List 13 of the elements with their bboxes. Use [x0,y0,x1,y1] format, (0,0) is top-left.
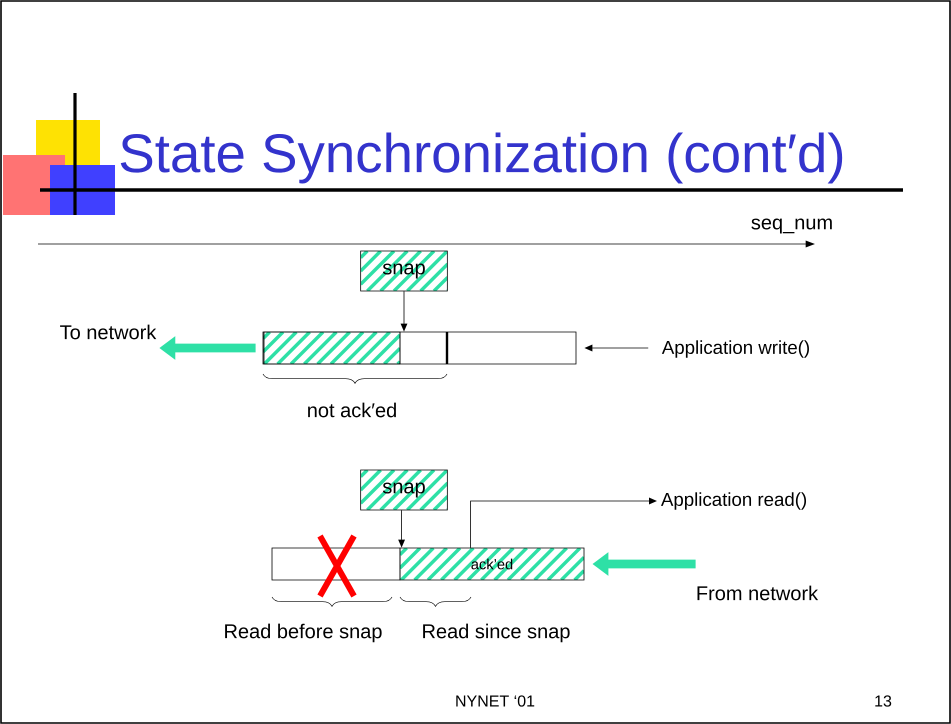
brace-label: Read since snap [423,624,570,642]
axis-label: seq_num [751,218,832,234]
node-text: Application read() [660,492,806,510]
node-text: To network [60,324,156,340]
page-number: 13 [875,695,892,707]
buffer-bar [272,548,400,580]
brace-label: Read before snap [225,624,382,642]
brace-label: not ack′ed [308,402,396,418]
footer-text: NYNET ‘01 [456,695,534,707]
node-text: Application write() [662,340,809,358]
buffer-bar [264,332,576,364]
title: State Synchronization (cont′d) [120,132,842,184]
node-text: From network [698,586,818,600]
